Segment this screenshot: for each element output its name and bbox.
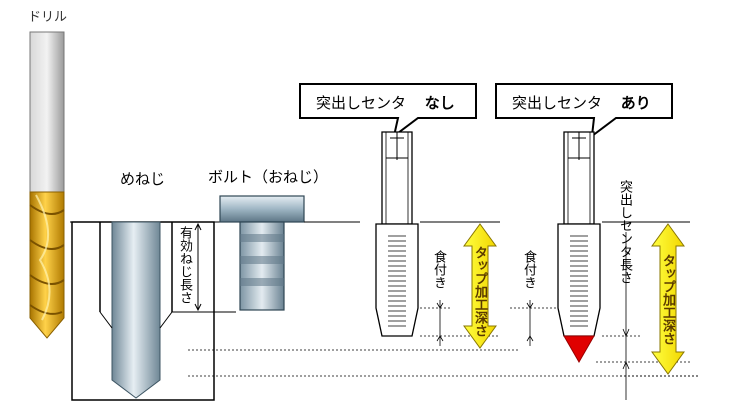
bite-right-label: 食付き [521, 250, 536, 289]
tap1-dimensions [312, 221, 500, 349]
callout-with-suffix: あり [620, 94, 651, 112]
callout-without-suffix: なし [424, 94, 455, 112]
tap-depth-left-label: タップ加工深さ [472, 246, 487, 337]
reference-lines [188, 349, 700, 377]
protruding-center-tip [563, 335, 595, 364]
tap-depth-right-label: タップ加工深さ [660, 254, 675, 345]
tap2-bite-dimension [510, 300, 556, 346]
effective-thread-length-dimension [172, 221, 236, 313]
bolt [219, 195, 330, 311]
callout-bubble-with [495, 83, 673, 139]
bolt-label: ボルト（おねじ） [208, 168, 329, 186]
tap-depth-arrow-left [463, 223, 497, 349]
protruding-center-length-label: 突出しセンタ長さ [617, 180, 632, 284]
tap-depth-arrow-right [651, 223, 685, 375]
effective-thread-length-label: 有効ねじ長さ [177, 226, 192, 304]
tap2-dimensions [596, 221, 690, 400]
callout-with-prefix: 突出しセンタ [512, 94, 603, 112]
tap-without-center [299, 83, 477, 337]
callout-with: 突出しセンタ あり [512, 92, 651, 113]
callout-without-prefix: 突出しセンタ [316, 94, 407, 112]
callout-without: 突出しセンタ なし [316, 92, 455, 113]
female-thread-label: めねじ [120, 170, 166, 188]
tap-with-center [495, 83, 673, 364]
female-thread-block [70, 221, 215, 401]
drill-label: ドリル [28, 10, 68, 25]
drill [29, 31, 65, 339]
callout-bubble-without [299, 83, 477, 139]
bite-left-label: 食付き [431, 250, 446, 289]
